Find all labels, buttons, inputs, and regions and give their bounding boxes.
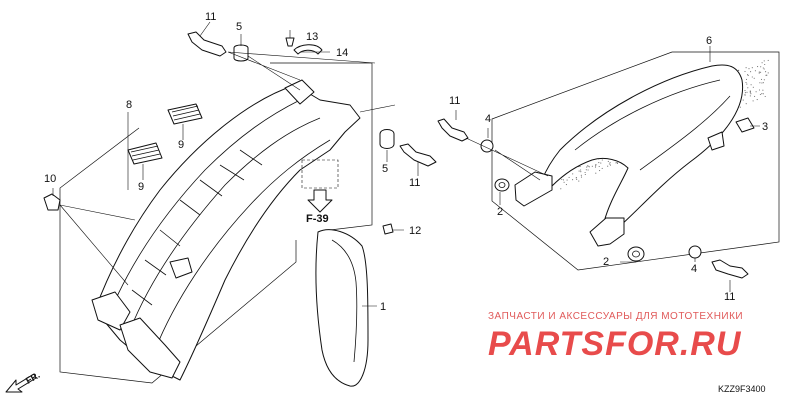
screw-mid (382, 223, 394, 235)
callout-11-top-right: 11 (449, 95, 460, 107)
seat-hook-left (514, 171, 553, 207)
callout-1: 1 (380, 301, 386, 313)
front-direction-label: FR. (24, 370, 42, 386)
callout-14: 14 (336, 47, 348, 59)
bolt-left (43, 193, 61, 211)
bolt-upper-right (437, 118, 469, 142)
pad-upper-hatch (171, 105, 201, 121)
rear-fender (94, 84, 361, 381)
collar-mid (379, 129, 395, 149)
rear-fender-ribs (131, 149, 263, 306)
grommet-left (494, 178, 510, 192)
watermark-brand: PARTSFOR.RU (488, 325, 742, 363)
callout-10: 10 (44, 173, 56, 185)
bolt-lower-right (711, 259, 749, 279)
seat-group-frame (491, 51, 780, 271)
bolt-upper-left (187, 31, 227, 57)
callout-9-upper: 9 (178, 139, 184, 151)
grommet-right (627, 246, 645, 262)
seat-edge-line (574, 79, 731, 171)
callout-8: 8 (126, 99, 132, 111)
callout-5-lower: 5 (382, 163, 388, 175)
callout-4-lower: 4 (691, 263, 697, 275)
callout-5-upper: 5 (236, 21, 242, 33)
leader-lines (52, 21, 760, 307)
callout-4-upper: 4 (485, 113, 491, 125)
rear-fender-mount (284, 79, 315, 105)
emblem-sticker (735, 117, 755, 133)
band-clamp (293, 44, 323, 55)
grommet-left-hole (498, 182, 506, 188)
callout-2-upper: 2 (497, 206, 503, 218)
callout-12: 12 (409, 225, 421, 237)
callout-11-middle: 11 (409, 177, 420, 189)
callout-13: 13 (306, 31, 318, 43)
callout-11-top-left: 11 (205, 11, 216, 23)
rear-fender-tail (91, 291, 131, 331)
tool-pocket (169, 257, 193, 279)
seat-tab (707, 131, 725, 151)
front-direction-arrow (5, 373, 37, 393)
seat-hook-right (589, 217, 625, 247)
callout-2-lower: 2 (603, 256, 609, 268)
bolt-mid (399, 143, 437, 167)
mud-flap-edge (331, 239, 358, 363)
callout-11-bottom-right: 11 (724, 291, 735, 303)
callout-3: 3 (762, 121, 768, 133)
mud-flap (315, 229, 369, 387)
rear-fender-inner (109, 99, 331, 351)
screw-top (285, 37, 295, 47)
pad-lower-hatch (130, 145, 161, 161)
callout-9-lower: 9 (138, 181, 144, 193)
reference-arrow (307, 189, 333, 213)
pad-upper (167, 103, 203, 125)
rear-fender-bracket (119, 317, 181, 379)
collar-lower (688, 245, 702, 259)
watermark-tagline: ЗАПЧАСТИ И АКСЕССУАРЫ ДЛЯ МОТОТЕХНИКИ (488, 311, 743, 322)
grommet-right-hole (632, 250, 640, 258)
rear-fender-group-frame (59, 62, 373, 384)
diagram-code: KZZ9F3400 (718, 384, 766, 394)
reference-label: F-39 (306, 213, 329, 225)
callout-6: 6 (706, 35, 712, 47)
